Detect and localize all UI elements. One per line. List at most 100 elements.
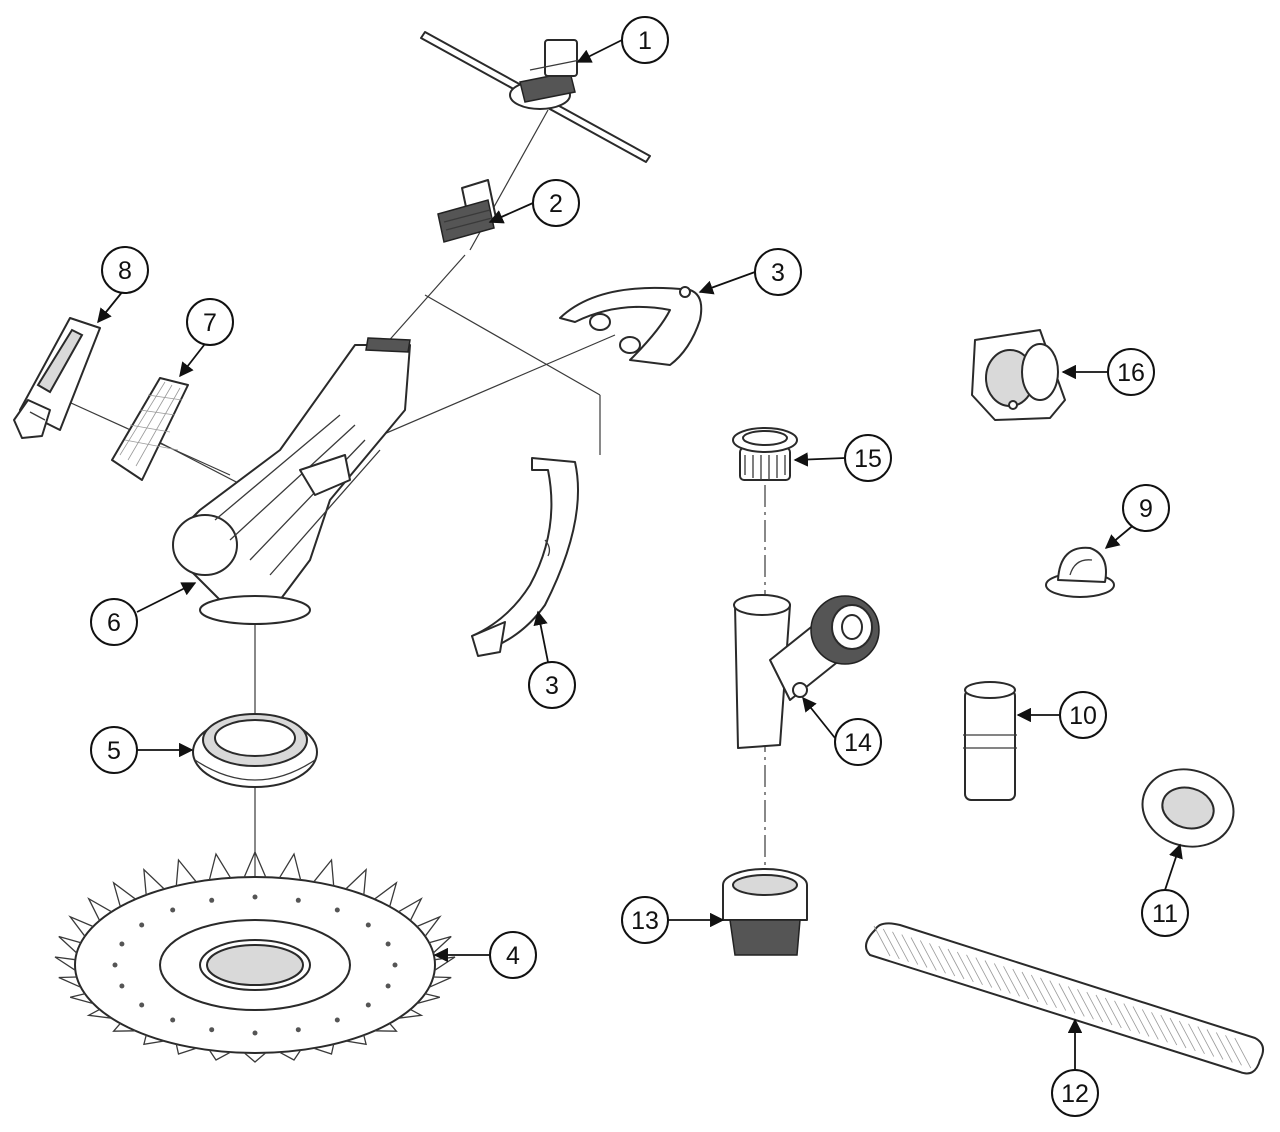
disc-hole <box>334 907 340 913</box>
disc-hole <box>295 897 301 903</box>
callout-8-label: 8 <box>118 257 132 285</box>
part-8-side-clip <box>13 317 101 439</box>
leader-lines <box>97 39 1183 1070</box>
disc-tooth <box>208 1049 231 1061</box>
disc-hole <box>385 941 391 947</box>
disc-hole <box>334 1017 340 1023</box>
hose-mesh-line <box>1030 974 1048 1006</box>
hose-mesh-line <box>1049 980 1067 1011</box>
part-5-bearing-ring <box>192 713 318 788</box>
callout-14: 14 <box>834 718 882 766</box>
callout-5-label: 5 <box>107 737 121 765</box>
disc-tooth <box>345 868 367 895</box>
hose-mesh-line <box>1086 991 1104 1023</box>
disc-tooth <box>313 1043 335 1055</box>
callout-10: 10 <box>1059 691 1107 739</box>
hose-mesh-line <box>882 928 900 960</box>
hose-mesh-line <box>929 943 946 974</box>
hose-mesh-line <box>1178 1020 1196 1052</box>
disc-tooth <box>374 1022 398 1032</box>
hose-mesh-line <box>1114 1000 1131 1031</box>
disc-tooth <box>70 993 94 1005</box>
disc-hole <box>385 983 391 989</box>
disc-hole <box>252 894 258 900</box>
disc-tooth <box>243 850 267 878</box>
disc-tooth <box>278 852 302 881</box>
callout-16-label: 16 <box>1117 359 1145 387</box>
callout-3-lower-label: 3 <box>545 672 559 700</box>
hose-mesh-line <box>1215 1032 1233 1063</box>
hose-mesh-line <box>901 934 919 965</box>
callout-9: 9 <box>1122 484 1170 532</box>
hose-mesh-line <box>1003 966 1020 997</box>
disc-tooth <box>112 881 136 907</box>
hose-mesh-line <box>1160 1014 1178 1046</box>
hose-mesh-line <box>1151 1012 1168 1043</box>
hose-mesh-line <box>1067 986 1085 1017</box>
disc-hole <box>252 1030 258 1036</box>
disc-tooth <box>398 897 423 921</box>
hose-mesh-line <box>966 954 983 985</box>
disc-hole <box>170 907 176 913</box>
disc-tooth <box>243 1052 267 1063</box>
disc-tooth <box>68 915 94 937</box>
callout-9-label: 9 <box>1139 495 1153 523</box>
assembly-axis-lines <box>59 109 766 960</box>
callout-13: 13 <box>621 896 669 944</box>
callout-7-label: 7 <box>203 309 217 337</box>
callout-12-label: 12 <box>1061 1080 1089 1108</box>
callout-4: 4 <box>489 931 537 979</box>
disc-hole <box>139 922 145 928</box>
callout-1: 1 <box>621 16 669 64</box>
hose-mesh-line <box>1021 971 1039 1003</box>
hose-mesh-line <box>1234 1037 1252 1069</box>
disc-tooth <box>313 858 335 886</box>
disc-hole <box>139 1002 145 1008</box>
disc-tooth <box>58 935 82 954</box>
callout-11: 11 <box>1141 889 1189 937</box>
disc-hole <box>119 941 125 947</box>
callout-15: 15 <box>844 434 892 482</box>
disc-tooth <box>143 1034 165 1046</box>
disc-tooth <box>86 1008 112 1019</box>
disc-tooth <box>428 935 452 954</box>
part-4-disc-skirt <box>54 850 456 1063</box>
disc-tooth <box>175 858 197 886</box>
disc-hole <box>170 1017 176 1023</box>
hose-mesh-line <box>910 937 928 968</box>
callout-3-upper: 3 <box>754 248 802 296</box>
disc-tooth <box>54 956 76 971</box>
disc-tooth <box>434 956 456 971</box>
hose-mesh-line <box>892 931 909 962</box>
disc-hole <box>392 962 398 968</box>
callout-6-label: 6 <box>107 609 121 637</box>
part-14-flow-regulator-tee <box>733 594 880 749</box>
hose-mesh-line <box>1077 989 1094 1020</box>
disc-hole <box>112 962 118 968</box>
callout-16: 16 <box>1107 348 1155 396</box>
part-16-vac-lock <box>971 329 1066 421</box>
hose-mesh-line <box>938 945 956 977</box>
hose-mesh-line <box>1169 1017 1187 1049</box>
hose-mesh-line <box>1058 983 1076 1014</box>
disc-hole <box>209 897 215 903</box>
disc-tooth <box>175 1043 197 1055</box>
part-13-threaded-adaptor <box>722 868 808 956</box>
hose-mesh-line <box>1225 1035 1242 1066</box>
hose-mesh-line <box>947 948 965 980</box>
callout-10-label: 10 <box>1069 702 1097 730</box>
callout-3-upper-label: 3 <box>771 259 785 287</box>
disc-tooth <box>345 1034 367 1046</box>
disc-tooth <box>279 1049 302 1061</box>
hose-mesh-line <box>1012 968 1030 1000</box>
disc-hole <box>119 983 125 989</box>
part-3-lower-foot <box>471 457 580 657</box>
disc-tooth <box>428 976 452 988</box>
disc-hole <box>365 1002 371 1008</box>
callout-15-label: 15 <box>854 445 882 473</box>
hose-mesh-line <box>1197 1026 1215 1057</box>
part-1-weir-plate <box>420 31 651 163</box>
hose-mesh-line <box>984 960 1002 991</box>
disc-tooth <box>112 1022 136 1032</box>
